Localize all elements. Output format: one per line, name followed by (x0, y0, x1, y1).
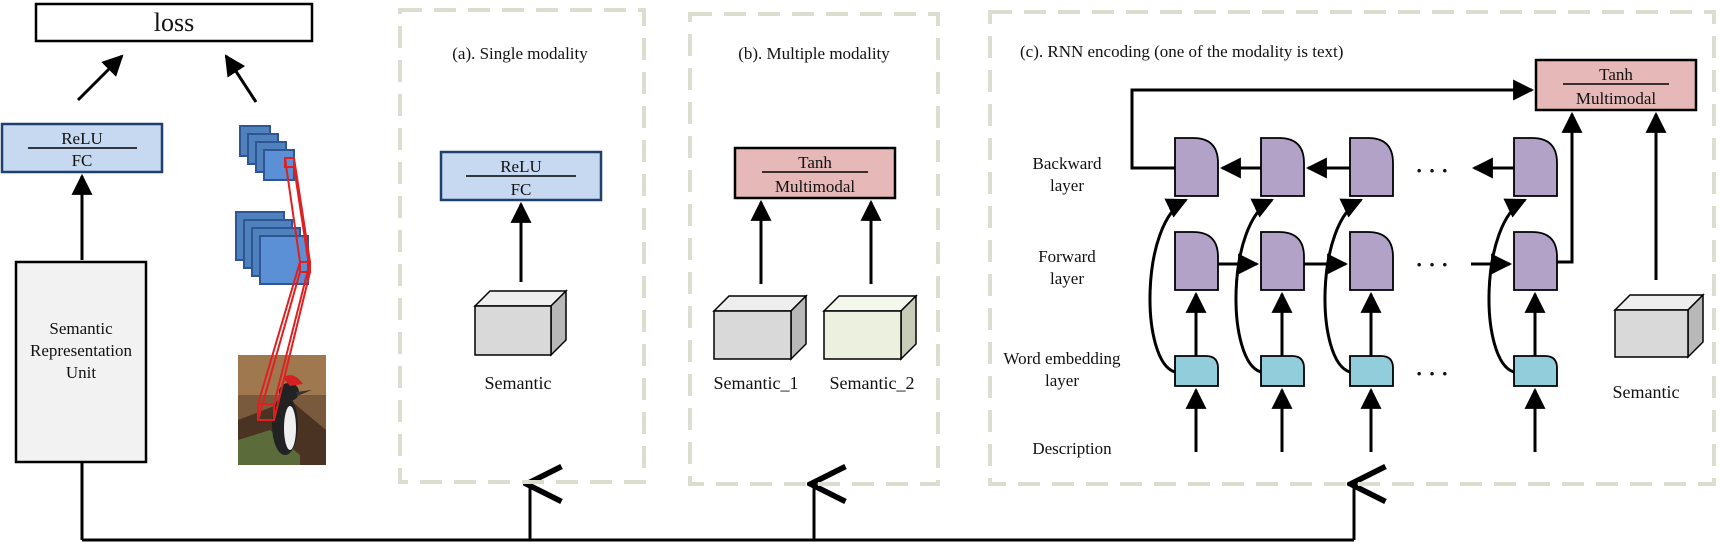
backward-ellipsis: · · · (1415, 158, 1448, 183)
cnn-feature-maps (235, 125, 309, 285)
forward-cell-1 (1174, 231, 1219, 291)
fc-to-loss-arrow (76, 54, 124, 102)
forward-layer-cells (1174, 231, 1558, 291)
panel-b-frame (688, 12, 940, 486)
panel-b-semantic2-cube (822, 294, 918, 361)
panel-c-semantic-label: Semantic (1613, 382, 1680, 402)
embedding-ellipsis: · · · (1415, 361, 1448, 386)
embedding-cell-4 (1513, 355, 1558, 387)
forward-ellipsis: · · · (1415, 252, 1448, 277)
panel-a-relu-fc-box: ReLU FC (439, 150, 603, 202)
panel-a-fc-label: FC (511, 180, 532, 199)
backward-layer-label-1: Backward (1033, 154, 1102, 173)
panel-c-frame (988, 10, 1716, 486)
panel-a-semantic-cube (473, 289, 568, 357)
embedding-layer-label-1: Word embedding (1003, 349, 1121, 368)
embedding-layer-cells (1174, 355, 1558, 387)
panel-a-semantic-label: Semantic (485, 373, 552, 393)
forward-layer-label-1: Forward (1038, 247, 1096, 266)
panel-a-frame (398, 8, 646, 484)
panel-b-multimodal-label: Multimodal (775, 177, 856, 196)
relu-label: ReLU (61, 129, 103, 148)
panel-c-tanh-multimodal-box: Tanh Multimodal (1534, 58, 1698, 112)
backward-layer-label-2: layer (1050, 176, 1084, 195)
panel-b-semantic2-label: Semantic_2 (830, 373, 915, 393)
panel-b-tanh-label: Tanh (798, 153, 832, 172)
fc-label: FC (72, 151, 93, 170)
embedding-cell-1 (1174, 355, 1219, 387)
relu-fc-box: ReLU FC (0, 122, 164, 174)
panel-b-tanh-multimodal-box: Tanh Multimodal (733, 146, 897, 200)
loss-box: loss (34, 2, 314, 43)
sru-line-1: Semantic (49, 319, 113, 338)
panel-c-multimodal-label: Multimodal (1576, 89, 1657, 108)
embedding-cell-3 (1349, 355, 1394, 387)
embedding-layer-label-2: layer (1045, 371, 1079, 390)
loss-label: loss (154, 8, 194, 37)
backward-cell-1 (1174, 137, 1219, 197)
backward-cell-3 (1349, 137, 1394, 197)
panel-c-title: (c). RNN encoding (one of the modality i… (1020, 42, 1343, 61)
panel-b-semantic1-label: Semantic_1 (714, 373, 799, 393)
semantic-representation-unit: Semantic Representation Unit (14, 260, 148, 464)
sru-line-2: Representation (30, 341, 132, 360)
backward-layer-cells (1174, 137, 1558, 197)
forward-cell-3 (1349, 231, 1394, 291)
panel-b-title: (b). Multiple modality (738, 44, 890, 63)
bottom-connector (80, 462, 1354, 542)
sru-line-3: Unit (66, 363, 97, 382)
embedding-cell-2 (1260, 355, 1305, 387)
description-label: Description (1032, 439, 1112, 458)
panel-a-title: (a). Single modality (452, 44, 588, 63)
cnn-to-loss-arrow (224, 54, 258, 103)
rnn-connections (1130, 79, 1667, 452)
panel-b-semantic1-cube (712, 294, 808, 361)
forward-layer-label-2: layer (1050, 269, 1084, 288)
panel-a-relu-label: ReLU (500, 157, 542, 176)
backward-cell-2 (1260, 137, 1305, 197)
forward-cell-2 (1260, 231, 1305, 291)
forward-cell-4 (1513, 231, 1558, 291)
panel-c-semantic-cube (1613, 293, 1705, 359)
receptive-field-lines (257, 157, 311, 421)
panel-c-tanh-label: Tanh (1599, 65, 1633, 84)
backward-cell-4 (1513, 137, 1558, 197)
